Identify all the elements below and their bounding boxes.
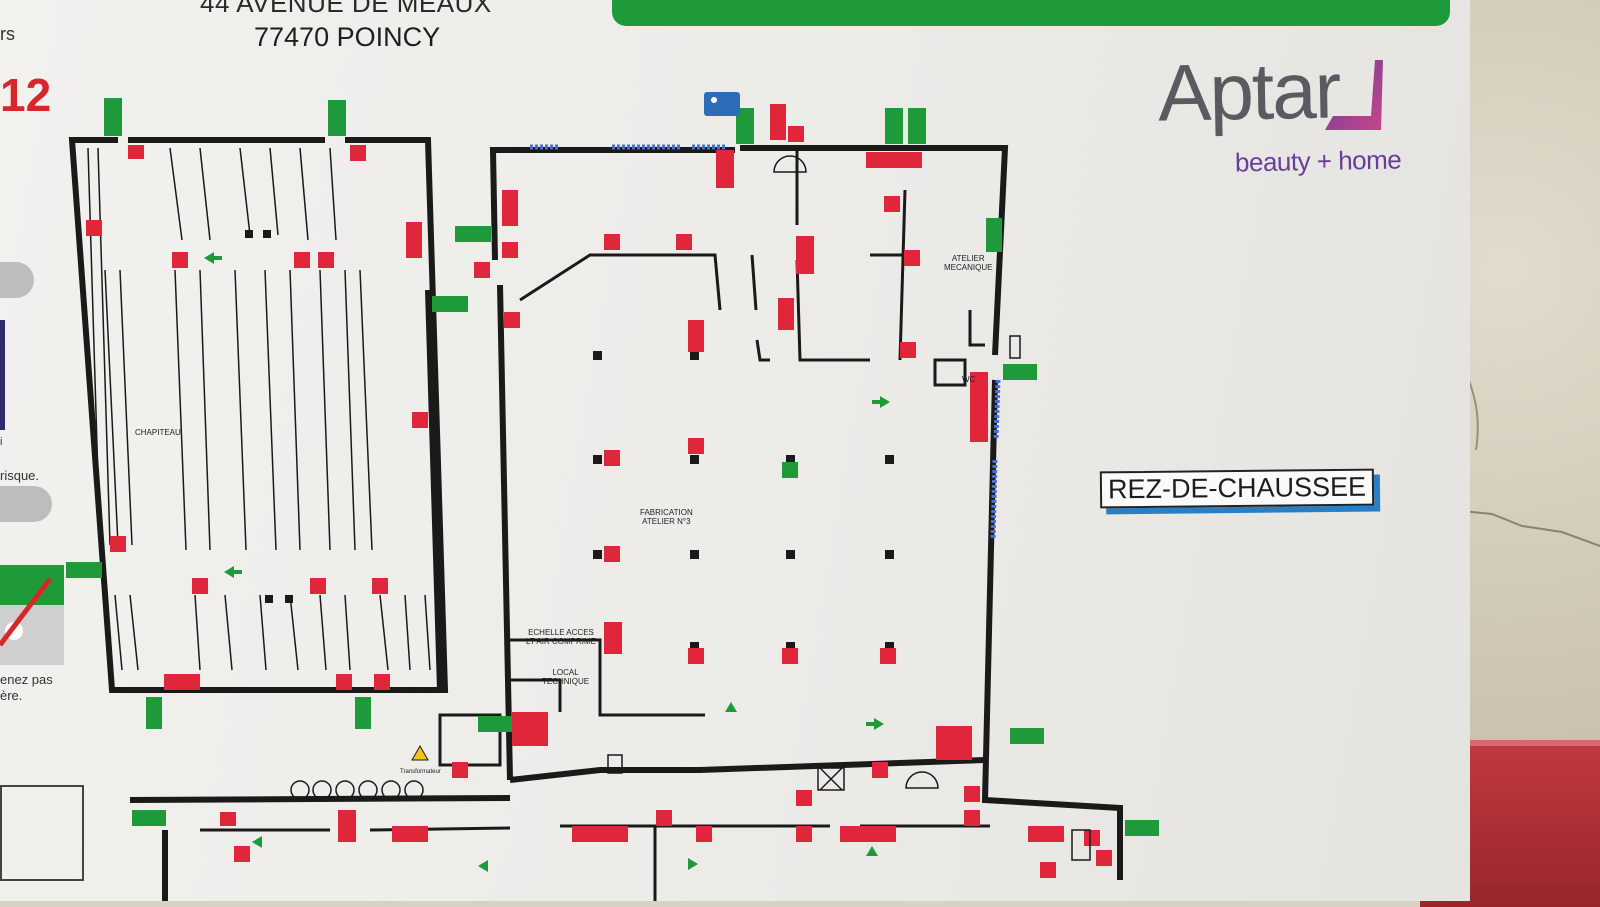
room-label-line: TECHNIQUE bbox=[542, 677, 590, 686]
storage-racks bbox=[87, 147, 431, 671]
left-panel-number: 12 bbox=[0, 69, 52, 121]
title-banner bbox=[612, 0, 1450, 26]
room-label-line: ATELIER bbox=[951, 254, 985, 263]
no-elevator-pictogram-icon bbox=[0, 565, 64, 665]
aptar-logo-word: Aptar bbox=[1157, 45, 1340, 138]
address-city: 77470 POINCY bbox=[254, 22, 441, 52]
room-label-fabrication: FABRICATION ATELIER N°3 bbox=[640, 508, 693, 526]
aptar-logo-tagline: beauty + home bbox=[1234, 144, 1402, 178]
circle-row bbox=[290, 780, 424, 800]
left-panel-bar bbox=[0, 320, 5, 430]
you-are-here-icon bbox=[704, 92, 740, 116]
room-label-wc: WC bbox=[962, 375, 976, 384]
left-panel-text: i bbox=[0, 436, 3, 448]
plan-walls bbox=[68, 137, 1123, 901]
room-label-echelle: ECHELLE ACCES LT AIR COMPRIME bbox=[526, 628, 596, 646]
exit-sign-icon bbox=[66, 98, 1159, 836]
left-panel-text: risque. bbox=[0, 468, 40, 483]
room-label-local-technique: LOCAL TECHNIQUE bbox=[542, 668, 589, 686]
address-street: 44 AVENUE DE MEAUX bbox=[200, 0, 492, 18]
warning-triangle-icon bbox=[411, 744, 429, 761]
left-panel-box bbox=[0, 785, 84, 881]
left-panel-text: rs bbox=[0, 24, 15, 44]
plan-inner-walls bbox=[200, 150, 990, 901]
room-label-line: LT AIR COMPRIME bbox=[526, 637, 596, 646]
left-panel-pill bbox=[0, 486, 52, 522]
room-label-line: ECHELLE ACCES bbox=[528, 628, 594, 637]
room-label-line: LOCAL bbox=[552, 668, 579, 677]
left-panel-pill bbox=[0, 262, 34, 298]
fire-extinguisher-icon bbox=[86, 104, 1112, 878]
room-label-transformateur: Transformateur bbox=[400, 769, 441, 775]
wall-crack bbox=[1452, 359, 1600, 547]
structural-columns bbox=[245, 230, 894, 651]
left-panel-text: enez pas bbox=[0, 672, 53, 687]
stair-symbols bbox=[607, 155, 1091, 861]
evacuation-plan-sign: 44 AVENUE DE MEAUX 77470 POINCY rs 12 i … bbox=[0, 0, 1470, 901]
left-panel-text: ère. bbox=[0, 688, 23, 703]
aptar-logo-mark-icon bbox=[1325, 60, 1383, 130]
exit-arrows bbox=[204, 252, 890, 872]
room-label-line: FABRICATION bbox=[640, 508, 693, 517]
windows bbox=[530, 144, 1001, 541]
floor-level-label: REZ-DE-CHAUSSEE bbox=[1099, 468, 1375, 509]
room-label-line: MECANIQUE bbox=[944, 263, 993, 272]
floor-plan bbox=[66, 92, 1159, 901]
room-label-atelier-mecanique: ATELIER MECANIQUE bbox=[944, 254, 992, 272]
room-label-chapiteau: CHAPITEAU bbox=[135, 428, 181, 437]
room-label-line: ATELIER N°3 bbox=[642, 517, 691, 526]
